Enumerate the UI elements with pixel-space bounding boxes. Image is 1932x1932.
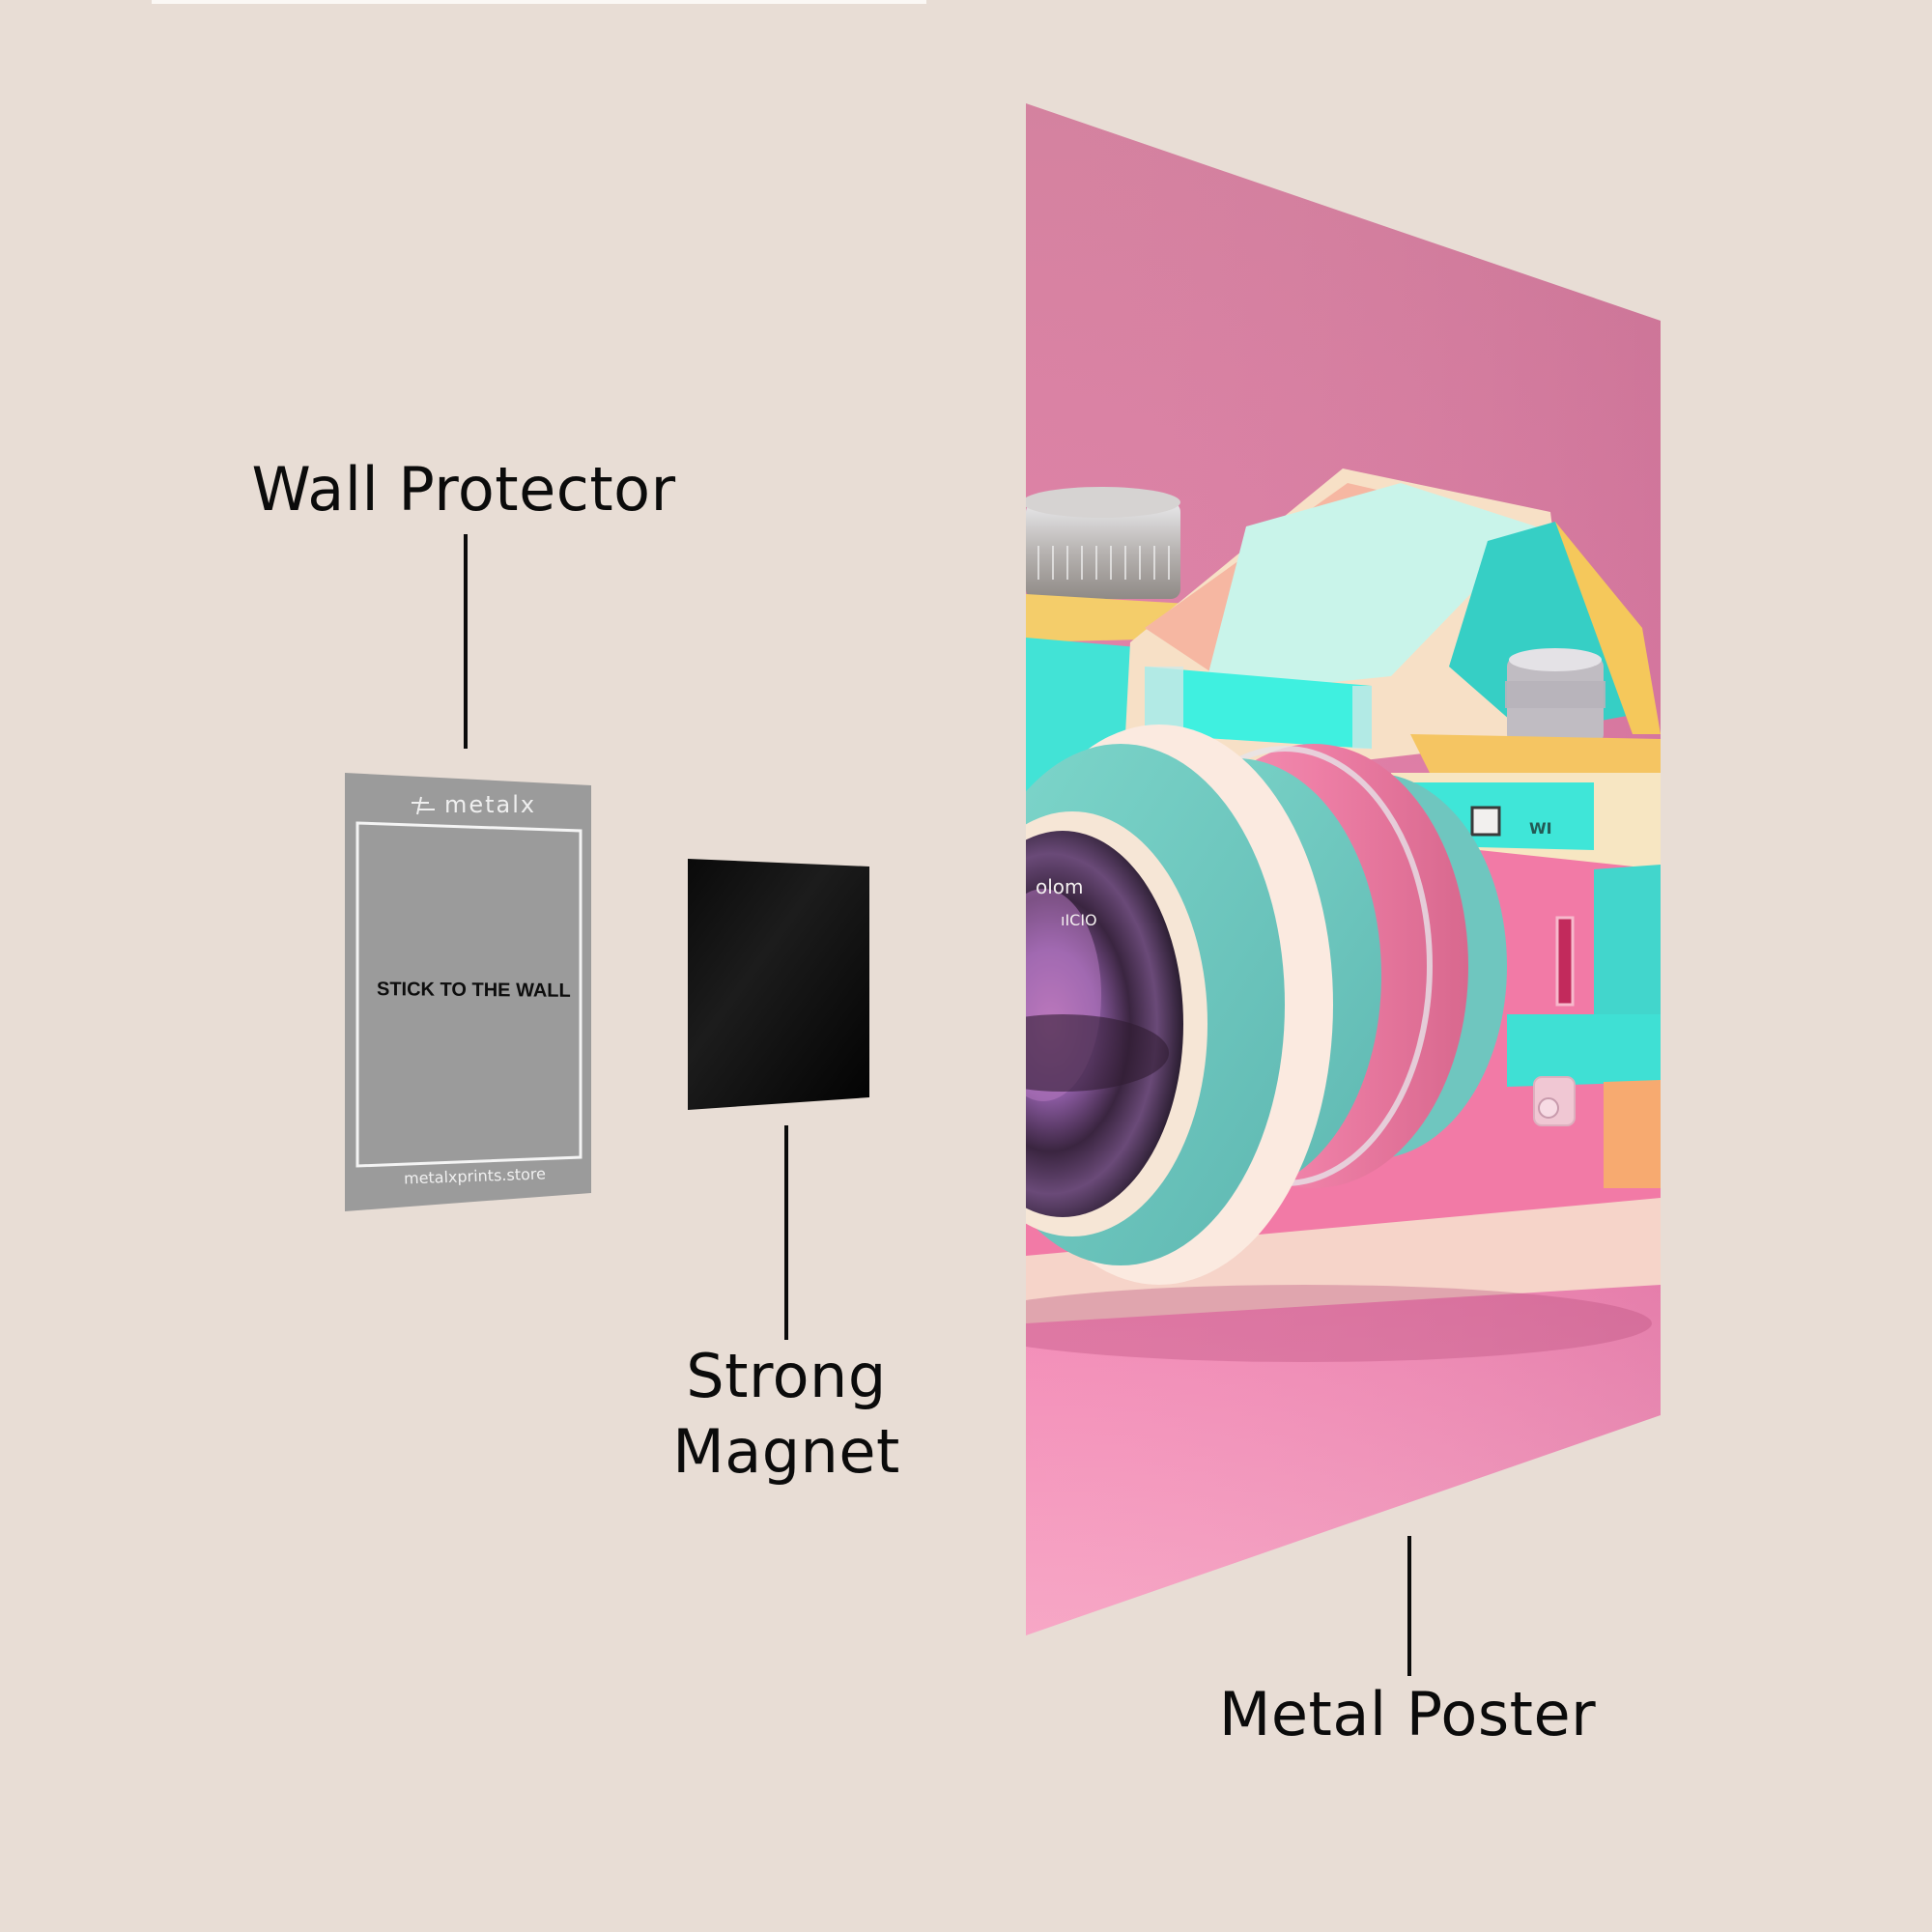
- top-edge-strip: [152, 0, 926, 4]
- wall-protector-label: Wall Protector: [251, 454, 676, 525]
- wall-protector-connector-line: [464, 534, 468, 749]
- svg-text:WI: WI: [1529, 819, 1552, 838]
- protector-brand-logo: metalx: [444, 791, 537, 818]
- right-dial: [1505, 648, 1605, 744]
- metalx-logo-icon: [412, 796, 435, 815]
- strong-magnet-connector-line: [784, 1125, 788, 1340]
- metal-poster-label: Metal Poster: [1218, 1679, 1597, 1749]
- metal-poster-connector-line: [1407, 1536, 1411, 1676]
- strong-magnet-label-line1: Strong: [686, 1341, 887, 1411]
- svg-text:ıICIO: ıICIO: [1061, 911, 1097, 929]
- svg-text:olom: olom: [1036, 875, 1084, 898]
- strong-magnet-label-line2: Magnet: [672, 1416, 900, 1487]
- camera-lens: [1026, 724, 1507, 1285]
- left-dial: [1026, 487, 1180, 599]
